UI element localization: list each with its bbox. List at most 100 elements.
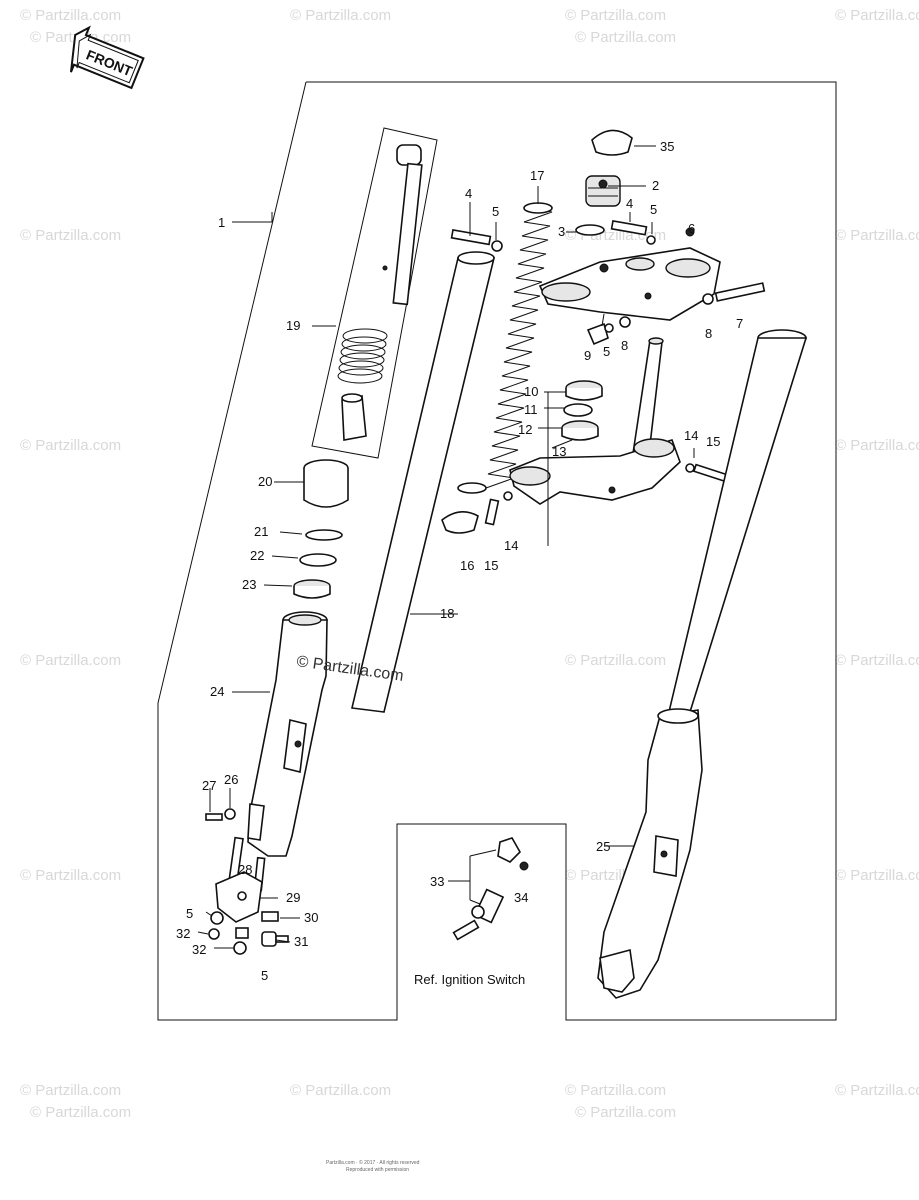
watermark: © Partzilla.com — [20, 437, 121, 454]
callout-32a: 32 — [176, 926, 190, 941]
callout-8a: 8 — [705, 326, 712, 341]
copyright-line-1: Partzilla.com · © 2017 · All rights rese… — [326, 1159, 420, 1166]
watermark: © Partzilla.com — [20, 1082, 121, 1099]
callout-18: 18 — [440, 606, 454, 621]
watermark: © Partzilla.com — [565, 1082, 666, 1099]
nut-32-a — [208, 928, 220, 940]
callout-24: 24 — [210, 684, 224, 699]
ignition-key-33 — [452, 837, 521, 941]
cap-16 — [441, 511, 479, 534]
bolt-7 — [702, 282, 766, 305]
watermark: © Partzilla.com — [20, 652, 121, 669]
callout-23: 23 — [242, 577, 256, 592]
nut-32-b-part — [235, 927, 249, 939]
nut-5-b — [233, 941, 247, 955]
lower-bracket — [509, 438, 681, 505]
callout-numbers: 1 2 3 4 4 5 5 5 5 5 6 7 8 8 9 10 11 12 1… — [176, 139, 743, 983]
callout-32b: 32 — [192, 942, 206, 957]
watermark: © Partzilla.com — [20, 867, 121, 884]
watermark: © Partzilla.com — [565, 652, 666, 669]
copyright-line-2: Reproduced with permission — [346, 1167, 409, 1173]
bolt-27 — [205, 813, 223, 821]
damper-rod — [382, 144, 423, 306]
bearing-stack — [561, 380, 603, 441]
callout-6: 6 — [688, 221, 695, 236]
ignition-switch-caption: Ref. Ignition Switch — [414, 972, 525, 987]
washer-9 — [586, 322, 609, 346]
dust-cover-20 — [303, 459, 349, 508]
callout-9: 9 — [584, 348, 591, 363]
callout-14b: 14 — [504, 538, 518, 553]
fork-cap-bolt-2 — [585, 175, 621, 207]
callout-33: 33 — [430, 874, 444, 889]
washer-26 — [224, 808, 236, 820]
callout-1: 1 — [218, 215, 225, 230]
ring-21 — [305, 529, 343, 541]
watermark: © Partzilla.com — [835, 7, 919, 24]
bolt-4-right — [610, 220, 656, 245]
upper-bracket-6 — [538, 227, 721, 321]
bolt-4-left — [450, 229, 503, 252]
screw-34 — [519, 861, 529, 871]
callout-17: 17 — [530, 168, 544, 183]
washer-22 — [299, 553, 337, 567]
watermark: © Partzilla.com — [835, 867, 919, 884]
washer-8 — [619, 316, 631, 328]
callout-5e: 5 — [261, 968, 268, 983]
sub-assembly-box — [311, 127, 438, 459]
callout-5b: 5 — [650, 202, 657, 217]
watermark: © Partzilla.com — [20, 227, 121, 244]
callout-14a: 14 — [684, 428, 698, 443]
fork-spring-17 — [457, 202, 553, 494]
callout-25: 25 — [596, 839, 610, 854]
callout-29: 29 — [286, 890, 300, 905]
callout-7: 7 — [736, 316, 743, 331]
callout-8b: 8 — [621, 338, 628, 353]
bolt-15-right — [685, 463, 732, 484]
rebound-spring — [337, 328, 388, 384]
callout-27: 27 — [202, 778, 216, 793]
bolt-31 — [261, 931, 289, 947]
inner-tube-18 — [351, 251, 496, 713]
o-ring-3 — [575, 224, 605, 236]
nut-5-a — [210, 911, 224, 925]
watermark: © Partzilla.com — [835, 652, 919, 669]
callout-3: 3 — [558, 224, 565, 239]
watermark: © Partzilla.com — [290, 7, 391, 24]
callout-28: 28 — [238, 862, 252, 877]
watermark: © Partzilla.com — [575, 1104, 676, 1121]
callout-30: 30 — [304, 910, 318, 925]
callout-22: 22 — [250, 548, 264, 563]
callout-26: 26 — [224, 772, 238, 787]
callout-34: 34 — [514, 890, 528, 905]
callout-15a: 15 — [706, 434, 720, 449]
callout-5d: 5 — [186, 906, 193, 921]
callout-15b: 15 — [484, 558, 498, 573]
outer-tube-24 — [247, 611, 328, 857]
assembly-frame — [157, 81, 837, 1021]
watermark: © Partzilla.com — [290, 1082, 391, 1099]
callout-21: 21 — [254, 524, 268, 539]
callout-35: 35 — [660, 139, 674, 154]
callout-10: 10 — [524, 384, 538, 399]
axle-holder-29 — [215, 836, 266, 923]
watermark: © Partzilla.com — [575, 29, 676, 46]
washer-30 — [261, 911, 279, 922]
callout-31: 31 — [294, 934, 308, 949]
fork-leg-25 — [597, 329, 808, 999]
callout-13: 13 — [552, 444, 566, 459]
callout-20: 20 — [258, 474, 272, 489]
watermark: © Partzilla.com — [835, 227, 919, 244]
callout-19: 19 — [286, 318, 300, 333]
watermark: © Partzilla.com — [565, 7, 666, 24]
callout-5a: 5 — [492, 204, 499, 219]
watermark: © Partzilla.com — [20, 7, 121, 24]
nut-5-mid — [604, 323, 614, 333]
bolt-15-lower — [484, 491, 513, 526]
watermark: © Partzilla.com — [835, 1082, 919, 1099]
watermark: © Partzilla.com — [835, 437, 919, 454]
callout-5c: 5 — [603, 344, 610, 359]
oil-seal-23 — [293, 579, 331, 599]
